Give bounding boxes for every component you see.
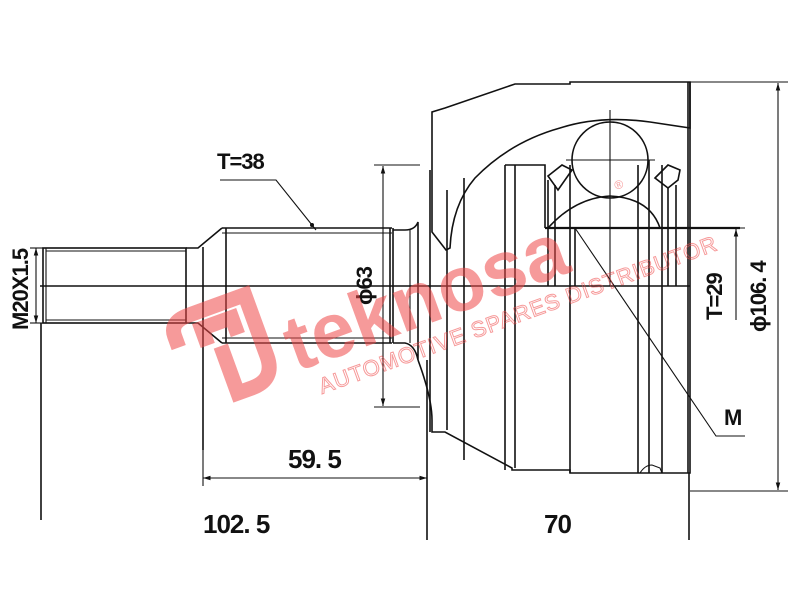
spline-left-label: T=38 [217, 149, 265, 174]
shaft-diameter-label: ϕ63 [352, 266, 377, 305]
dim-total-length: 102. 5 70 [203, 473, 690, 540]
outer-diameter-label: ϕ106. 4 [746, 260, 771, 332]
teknosa-logo-icon [166, 285, 277, 403]
dim-shaft-diameter: ϕ63 [352, 164, 420, 408]
leader-spline-left: T=38 [217, 149, 317, 231]
body-length-label: 70 [544, 509, 571, 539]
threaded-stub [42, 227, 223, 450]
spline-right-label: T=29 [702, 272, 727, 320]
dim-outer: T=29 ϕ106. 4 [690, 81, 788, 492]
bell-housing [417, 81, 691, 474]
abs-marker-label: M [724, 405, 741, 430]
dim-shaft-length: 59. 5 [202, 360, 428, 540]
thread-label: M20X1.5 [8, 248, 33, 330]
shaft-length-label: 59. 5 [288, 444, 341, 474]
dim-thread: M20X1.5 [8, 247, 43, 520]
leader-abs-marker: M [574, 227, 745, 437]
total-length-label: 102. 5 [203, 509, 270, 539]
watermark-registered: ® [612, 177, 625, 193]
